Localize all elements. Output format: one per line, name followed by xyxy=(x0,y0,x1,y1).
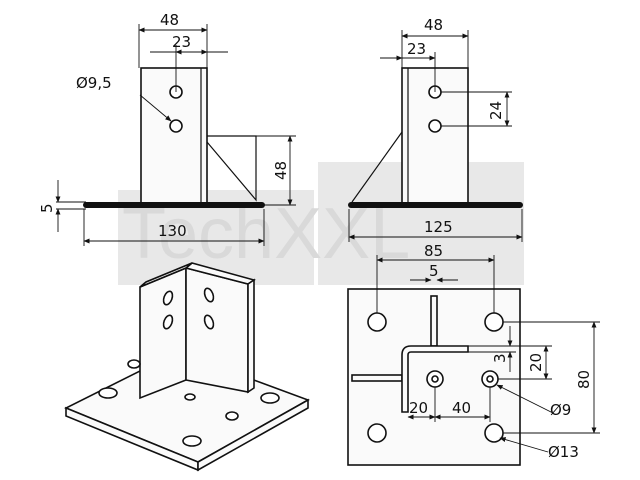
dim-label-130: 130 xyxy=(158,222,187,240)
dim-label-large-hole-dia: Ø13 xyxy=(548,443,579,461)
iso-upright-right-face xyxy=(185,266,249,393)
iso-upright-hole xyxy=(203,287,215,303)
iso-upright-hole xyxy=(162,314,174,330)
side-view: 48 23 24 125 xyxy=(348,16,523,242)
top-corner-hole xyxy=(367,312,387,332)
top-view: 85 5 80 20 3 20 40 Ø9 Ø13 xyxy=(347,242,600,466)
top-rib-horizontal xyxy=(351,374,403,382)
dim-label-5: 5 xyxy=(429,262,439,280)
iso-upright-hole xyxy=(162,290,174,306)
dim-label-48: 48 xyxy=(160,11,179,29)
iso-plate-hole xyxy=(98,387,118,399)
iso-upright-right-edge xyxy=(247,278,255,394)
top-corner-hole xyxy=(367,423,387,443)
dim-label-hole-dia: Ø9,5 xyxy=(76,74,112,92)
leader-small-hole xyxy=(496,384,554,414)
side-rib xyxy=(351,131,403,203)
front-view: 48 23 Ø9,5 48 5 130 xyxy=(38,11,296,246)
iso-upright-left-face xyxy=(139,266,187,400)
dim-label-rib-height: 48 xyxy=(272,161,290,180)
front-rib xyxy=(206,135,257,202)
top-small-hole-center xyxy=(486,375,494,383)
dim-label-24: 24 xyxy=(487,101,505,120)
iso-baseplate-side-edge xyxy=(197,398,309,472)
top-small-hole-center xyxy=(431,375,439,383)
dim-label-40: 40 xyxy=(452,399,471,417)
dim-label-small-hole-dia: Ø9 xyxy=(550,401,571,419)
iso-plate-hole xyxy=(184,393,196,401)
side-hole-bottom xyxy=(428,119,442,133)
dim-label-80: 80 xyxy=(575,370,593,389)
iso-plate-hole xyxy=(260,392,280,404)
dim-label-85: 85 xyxy=(424,242,443,260)
dim-label-23: 23 xyxy=(172,33,191,51)
leader-hole-dia xyxy=(139,94,172,122)
front-hole-bottom xyxy=(169,119,183,133)
top-corner-hole xyxy=(484,423,504,443)
dim-label-plate-thickness: 5 xyxy=(38,203,56,213)
iso-upright-top-edge-left xyxy=(139,262,193,288)
iso-upright-hole xyxy=(203,314,215,330)
iso-plate-hole xyxy=(127,359,141,369)
leader-large-hole xyxy=(499,437,549,453)
dim-label-20-vertical: 20 xyxy=(527,353,545,372)
iso-plate-hole xyxy=(182,435,202,447)
top-rib-vertical xyxy=(430,295,438,347)
dim-label-125: 125 xyxy=(424,218,453,236)
dim-label-3: 3 xyxy=(491,353,509,363)
iso-plate-hole xyxy=(225,411,239,421)
dim-label-48-side: 48 xyxy=(424,16,443,34)
dim-label-20-horizontal: 20 xyxy=(409,399,428,417)
top-corner-hole xyxy=(484,312,504,332)
dim-label-23-side: 23 xyxy=(407,40,426,58)
isometric-view xyxy=(64,262,310,472)
